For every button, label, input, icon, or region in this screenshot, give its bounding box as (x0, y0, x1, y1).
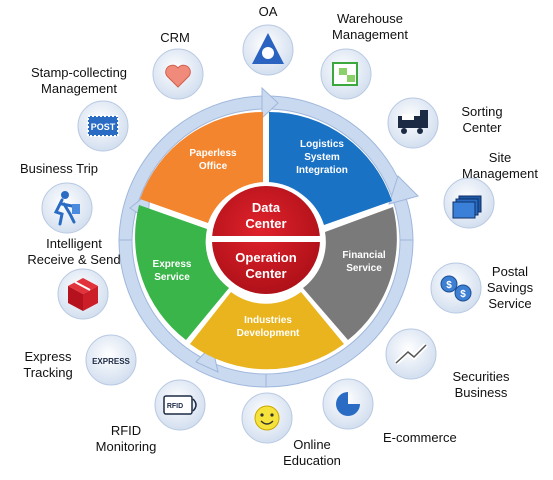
label-rfid-monitoring: RFID Monitoring (88, 423, 164, 455)
label-securities-line2: Business (454, 385, 508, 400)
crm-heart-icon (152, 48, 204, 100)
post-icon-text: POST (91, 122, 116, 132)
segment-label-express-2: Service (154, 272, 190, 283)
label-warehouse: Warehouse Management (320, 11, 420, 43)
label-online-line2: Education (283, 453, 341, 468)
parcel-box-icon (57, 268, 109, 320)
sorting-center-icon (387, 97, 439, 149)
label-rfid-line2: Monitoring (95, 439, 157, 454)
segment-label-financial-2: Service (346, 263, 382, 274)
label-online-education: Online Education (272, 437, 352, 469)
label-crm: CRM (150, 30, 200, 46)
segment-label-logistics-1: Logistics (300, 139, 344, 150)
online-education-icon (241, 392, 293, 444)
oa-icon (242, 24, 294, 76)
segment-wheel (135, 111, 397, 370)
core-top-line2: Center (245, 216, 286, 231)
segment-label-logistics-2: System (304, 152, 340, 163)
label-postal-line3: Service (488, 296, 532, 311)
segment-logistics (269, 112, 392, 225)
label-business-trip-text: Business Trip (20, 161, 99, 176)
segment-label-express-1: Express (153, 259, 192, 270)
label-express-tracking-line2: Tracking (23, 365, 73, 380)
label-securities-line1: Securities (452, 369, 510, 384)
label-site-management: Site Management (450, 150, 550, 182)
label-postal-savings: Postal Savings Service (480, 264, 540, 312)
label-sorting-line1: Sorting (461, 104, 503, 119)
label-sorting-line2: Center (462, 120, 502, 135)
label-stamp-line2: Management (41, 81, 117, 96)
label-business-trip: Business Trip (20, 161, 120, 177)
label-oa-text: OA (258, 4, 278, 19)
label-site-line1: Site (488, 150, 512, 165)
label-sorting-center: Sorting Center (452, 104, 512, 136)
label-e-commerce: E-commerce (383, 430, 473, 446)
express-tracking-icon: EXPRESS (85, 334, 137, 386)
label-rfid-line1: RFID (110, 423, 142, 438)
label-postal-line1: Postal (491, 264, 529, 279)
segment-industries (190, 292, 344, 370)
core-bottom-line1: Operation (235, 250, 296, 265)
segment-financial (303, 207, 397, 340)
segment-label-financial-1: Financial (342, 250, 386, 261)
label-e-commerce-text: E-commerce (383, 430, 457, 445)
label-intelligent-receive-send: Intelligent Receive & Send (14, 236, 134, 268)
label-oa: OA (248, 4, 288, 20)
warehouse-icon (320, 48, 372, 100)
segment-label-industries-1: Industries (244, 315, 292, 326)
core-bottom-line2: Center (245, 266, 286, 281)
label-stamp-line1: Stamp-collecting (30, 65, 128, 80)
label-stamp-collecting: Stamp-collecting Management (24, 65, 134, 97)
segment-express-service (135, 205, 229, 340)
label-intelligent-line1: Intelligent (46, 236, 102, 251)
securities-icon (385, 328, 437, 380)
svg-text:$: $ (446, 280, 452, 291)
segment-label-industries-2: Development (237, 328, 300, 339)
postal-savings-icon: $ $ (430, 262, 482, 314)
label-crm-text: CRM (160, 30, 190, 45)
label-warehouse-line2: Management (332, 27, 408, 42)
business-trip-icon (41, 182, 93, 234)
label-site-line2: Management (462, 166, 538, 181)
label-express-tracking-line1: Express (24, 349, 72, 364)
label-securities: Securities Business (438, 369, 524, 401)
label-online-line1: Online (293, 437, 331, 452)
segment-label-logistics-3: Integration (296, 165, 348, 176)
segment-label-paperless-2: Office (199, 161, 228, 172)
core-circle: Data Center Operation Center (208, 182, 324, 298)
label-warehouse-line1: Warehouse (337, 11, 403, 26)
rfid-icon: RFID (154, 379, 206, 431)
segment-paperless-office (140, 111, 263, 223)
label-express-tracking: Express Tracking (16, 349, 80, 381)
site-management-icon (443, 177, 495, 229)
segment-label-paperless-1: Paperless (189, 148, 237, 159)
express-icon-text: EXPRESS (92, 357, 130, 366)
svg-text:$: $ (460, 289, 466, 300)
e-commerce-icon (322, 378, 374, 430)
label-intelligent-line2: Receive & Send (27, 252, 121, 267)
stamp-post-icon: POST (77, 100, 129, 152)
label-postal-line2: Savings (486, 280, 534, 295)
rfid-icon-text: RFID (167, 403, 183, 410)
core-top-line1: Data (252, 200, 281, 215)
